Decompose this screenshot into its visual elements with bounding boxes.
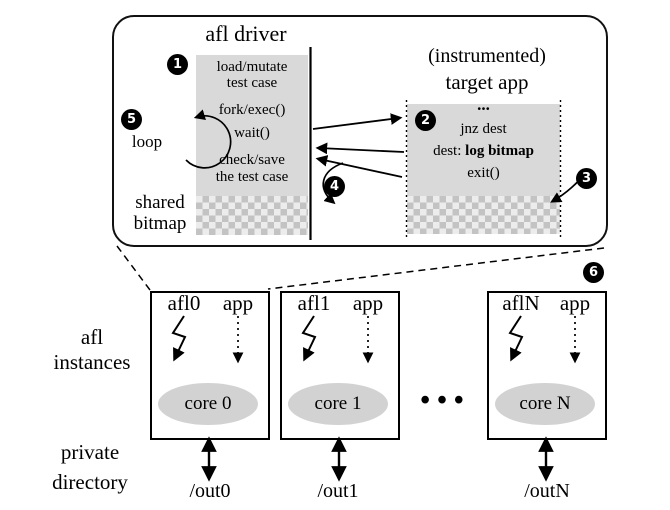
driver-title: afl driver xyxy=(205,21,287,46)
private-directory-label-line2: directory xyxy=(52,470,128,494)
bitmap-label: bitmap xyxy=(133,213,187,234)
private-directory-label-line1: private xyxy=(60,440,120,464)
target-exit-label: exit() xyxy=(467,165,500,181)
instances-ellipsis: • • • xyxy=(420,385,464,416)
coreN-ellipse: core N xyxy=(495,383,595,425)
zoom-dashed-left xyxy=(116,245,151,291)
out1-label: /out1 xyxy=(317,480,359,502)
step-6-badge: 6 xyxy=(583,262,604,283)
core1-ellipse: core 1 xyxy=(288,383,388,425)
app1-label: app xyxy=(352,291,384,315)
afl-instances-label-line2: instances xyxy=(53,350,131,374)
loop-label: loop xyxy=(131,132,163,151)
target-jnz-label: jnz dest xyxy=(460,121,507,137)
step-3-badge: 3 xyxy=(576,168,597,189)
target-dest-line: dest: log bitmap xyxy=(407,143,560,160)
driver-test-case-label: test case xyxy=(226,75,278,91)
step-2-badge: 2 xyxy=(415,110,436,131)
target-shared-bitmap-region xyxy=(407,196,560,234)
target-dest-label: dest: xyxy=(433,143,466,159)
afl-instances-label-line1: afl xyxy=(80,325,104,349)
step-4-badge: 4 xyxy=(324,176,345,197)
driver-load-mutate-label: load/mutate xyxy=(216,59,288,75)
outN-label: /outN xyxy=(524,480,570,502)
driver-the-test-case-label: the test case xyxy=(215,169,289,185)
shared-label: shared xyxy=(135,192,185,213)
coreN-label: core N xyxy=(519,393,571,414)
driver-shared-bitmap-region xyxy=(196,196,308,235)
driver-check-save-label: check/save xyxy=(219,152,285,168)
step-1-badge: 1 xyxy=(167,54,188,75)
core1-label: core 1 xyxy=(314,393,362,414)
step-5-badge: 5 xyxy=(121,109,142,130)
app0-label: app xyxy=(222,291,254,315)
appN-label: app xyxy=(559,291,591,315)
aflN-label: aflN xyxy=(502,291,540,315)
core0-ellipse: core 0 xyxy=(158,383,258,425)
driver-detail-panel-border xyxy=(112,15,608,247)
zoom-dashed-right xyxy=(267,247,605,290)
target-title-line2: target app xyxy=(445,70,529,94)
out0-label: /out0 xyxy=(189,480,231,502)
afl0-label: afl0 xyxy=(167,291,201,315)
afl1-label: afl1 xyxy=(297,291,331,315)
core0-label: core 0 xyxy=(184,393,232,414)
driver-wait-label: wait() xyxy=(234,125,270,141)
target-code-ellipsis: ... xyxy=(477,95,490,114)
target-title-line1: (instrumented) xyxy=(428,45,546,67)
driver-fork-exec-label: fork/exec() xyxy=(218,102,286,118)
target-log-bitmap-label: log bitmap xyxy=(465,143,534,159)
